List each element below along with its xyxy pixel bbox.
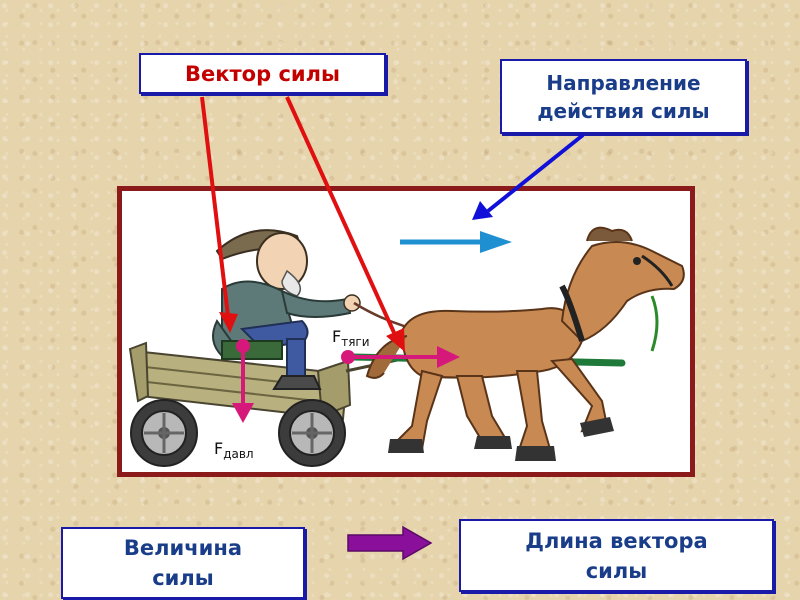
pressure-force-label: Fдавл: [214, 441, 254, 462]
traction-force-label: Fтяги: [332, 329, 370, 350]
cart-wheel-front: [278, 399, 346, 467]
force-vector-label-text: Вектор силы: [185, 61, 340, 86]
cart-horse-illustration: Fдавл Fтяги: [117, 186, 695, 477]
force-magnitude-label: Величина силы: [61, 527, 305, 599]
cart: [128, 341, 403, 421]
traction-force-subscript: тяги: [341, 335, 370, 350]
pressure-force-subscript: давл: [223, 447, 254, 462]
force-vector-label: Вектор силы: [139, 53, 386, 94]
traction-force-vector: [341, 346, 460, 368]
vector-length-label-text: Длина вектора силы: [525, 528, 708, 583]
magnitude-to-length-arrow: [347, 525, 433, 561]
cart-wheel-back: [130, 399, 198, 467]
vector-length-label: Длина вектора силы: [459, 519, 774, 592]
force-direction-label: Направление действия силы: [500, 59, 747, 134]
pressure-force-letter: F: [214, 439, 224, 458]
force-magnitude-label-text: Величина силы: [123, 536, 243, 590]
force-direction-label-text: Направление действия силы: [537, 70, 710, 123]
traction-force-letter: F: [332, 327, 342, 346]
cart-horse-drawing: [128, 226, 685, 467]
direction-arrow: [400, 231, 512, 253]
pressure-force-vector: [232, 339, 254, 423]
horse: [365, 226, 685, 461]
